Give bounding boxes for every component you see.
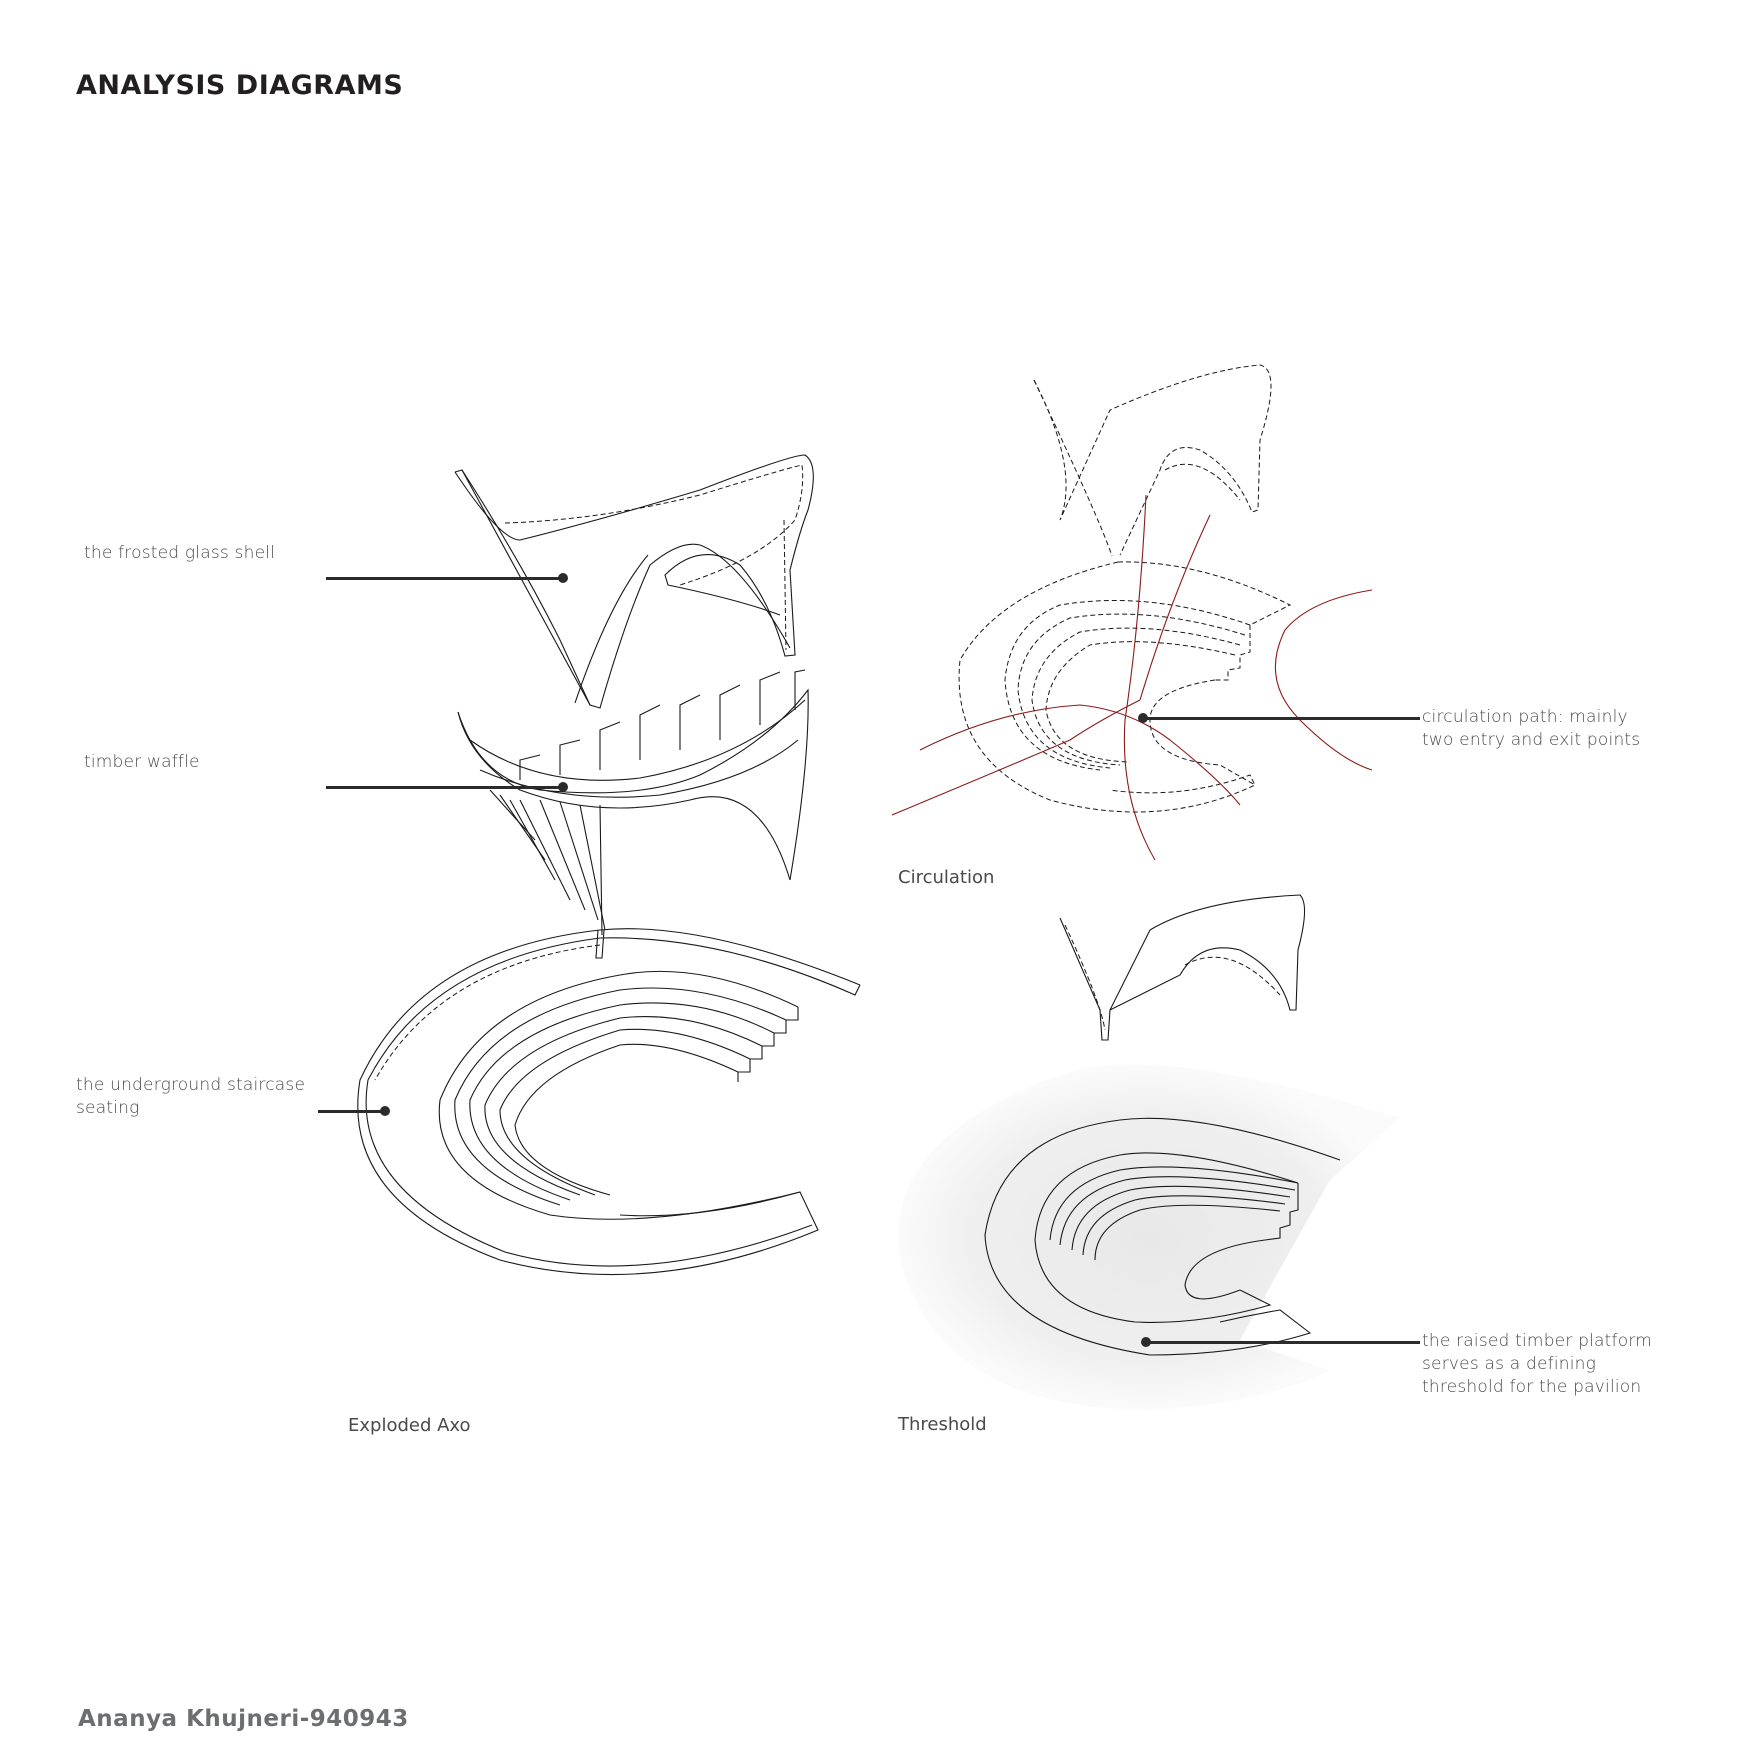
label-circulation-path: circulation path: mainly two entry and e… xyxy=(1422,706,1640,752)
label-line: serves as a defining xyxy=(1422,1354,1597,1374)
leader-dot-staircase xyxy=(380,1106,390,1116)
timber-waffle-drawing xyxy=(457,669,809,959)
author-credit: Ananya Khujneri-940943 xyxy=(78,1706,409,1732)
label-line: circulation path: mainly xyxy=(1422,707,1628,727)
caption-circulation: Circulation xyxy=(898,867,995,888)
leader-line-threshold xyxy=(1145,1341,1420,1344)
label-raised-timber-platform: the raised timber platform serves as a d… xyxy=(1422,1330,1652,1399)
caption-threshold: Threshold xyxy=(898,1414,987,1435)
page-title: ANALYSIS DIAGRAMS xyxy=(76,70,404,101)
leader-dot-glass-shell xyxy=(558,573,568,583)
label-line: the raised timber platform xyxy=(1422,1331,1652,1351)
label-line: the underground staircase xyxy=(76,1075,306,1095)
label-line: threshold for the pavilion xyxy=(1422,1377,1642,1397)
label-line: two entry and exit points xyxy=(1422,730,1641,750)
threshold-drawing xyxy=(898,894,1400,1410)
staircase-drawing xyxy=(357,928,861,1276)
label-timber-waffle: timber waffle xyxy=(84,752,200,772)
glass-shell-drawing xyxy=(454,454,814,709)
label-frosted-glass-shell: the frosted glass shell xyxy=(84,543,276,563)
caption-exploded-axo: Exploded Axo xyxy=(348,1415,471,1436)
leader-line-staircase xyxy=(318,1110,384,1113)
label-underground-staircase: the underground staircase seating xyxy=(76,1074,305,1120)
leader-dot-timber-waffle xyxy=(558,782,568,792)
leader-line-timber-waffle xyxy=(326,786,562,789)
leader-line-circulation xyxy=(1142,717,1420,720)
leader-line-glass-shell xyxy=(326,577,562,580)
circulation-drawing xyxy=(891,364,1373,861)
label-line: seating xyxy=(76,1098,140,1118)
